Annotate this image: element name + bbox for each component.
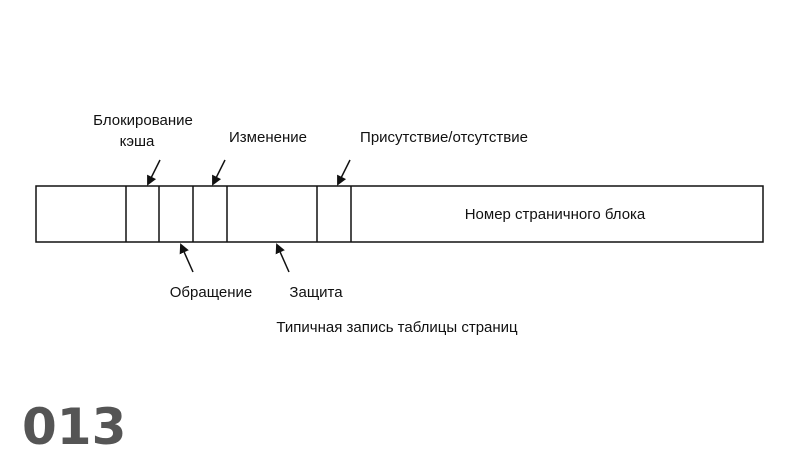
arrow-modified bbox=[212, 159, 226, 186]
caption: Типичная запись таблицы страниц bbox=[276, 319, 518, 336]
label-cache-lock-2: кэша bbox=[119, 133, 155, 150]
arrow-referenced bbox=[179, 243, 194, 273]
arrow-protection bbox=[275, 243, 290, 273]
entry-box bbox=[35, 185, 764, 243]
label-referenced: Обращение bbox=[169, 284, 253, 301]
label-cache-lock: Блокирование bbox=[93, 112, 193, 129]
label-frame-number: Номер страничного блока bbox=[464, 206, 646, 223]
label-modified: Изменение bbox=[229, 129, 307, 146]
arrow-cache-lock bbox=[147, 159, 161, 186]
label-present: Присутствие/отсутствие bbox=[360, 129, 528, 146]
label-protection: Защита bbox=[289, 284, 343, 301]
slide-number: 013 bbox=[22, 398, 127, 450]
arrow-present bbox=[337, 159, 351, 186]
